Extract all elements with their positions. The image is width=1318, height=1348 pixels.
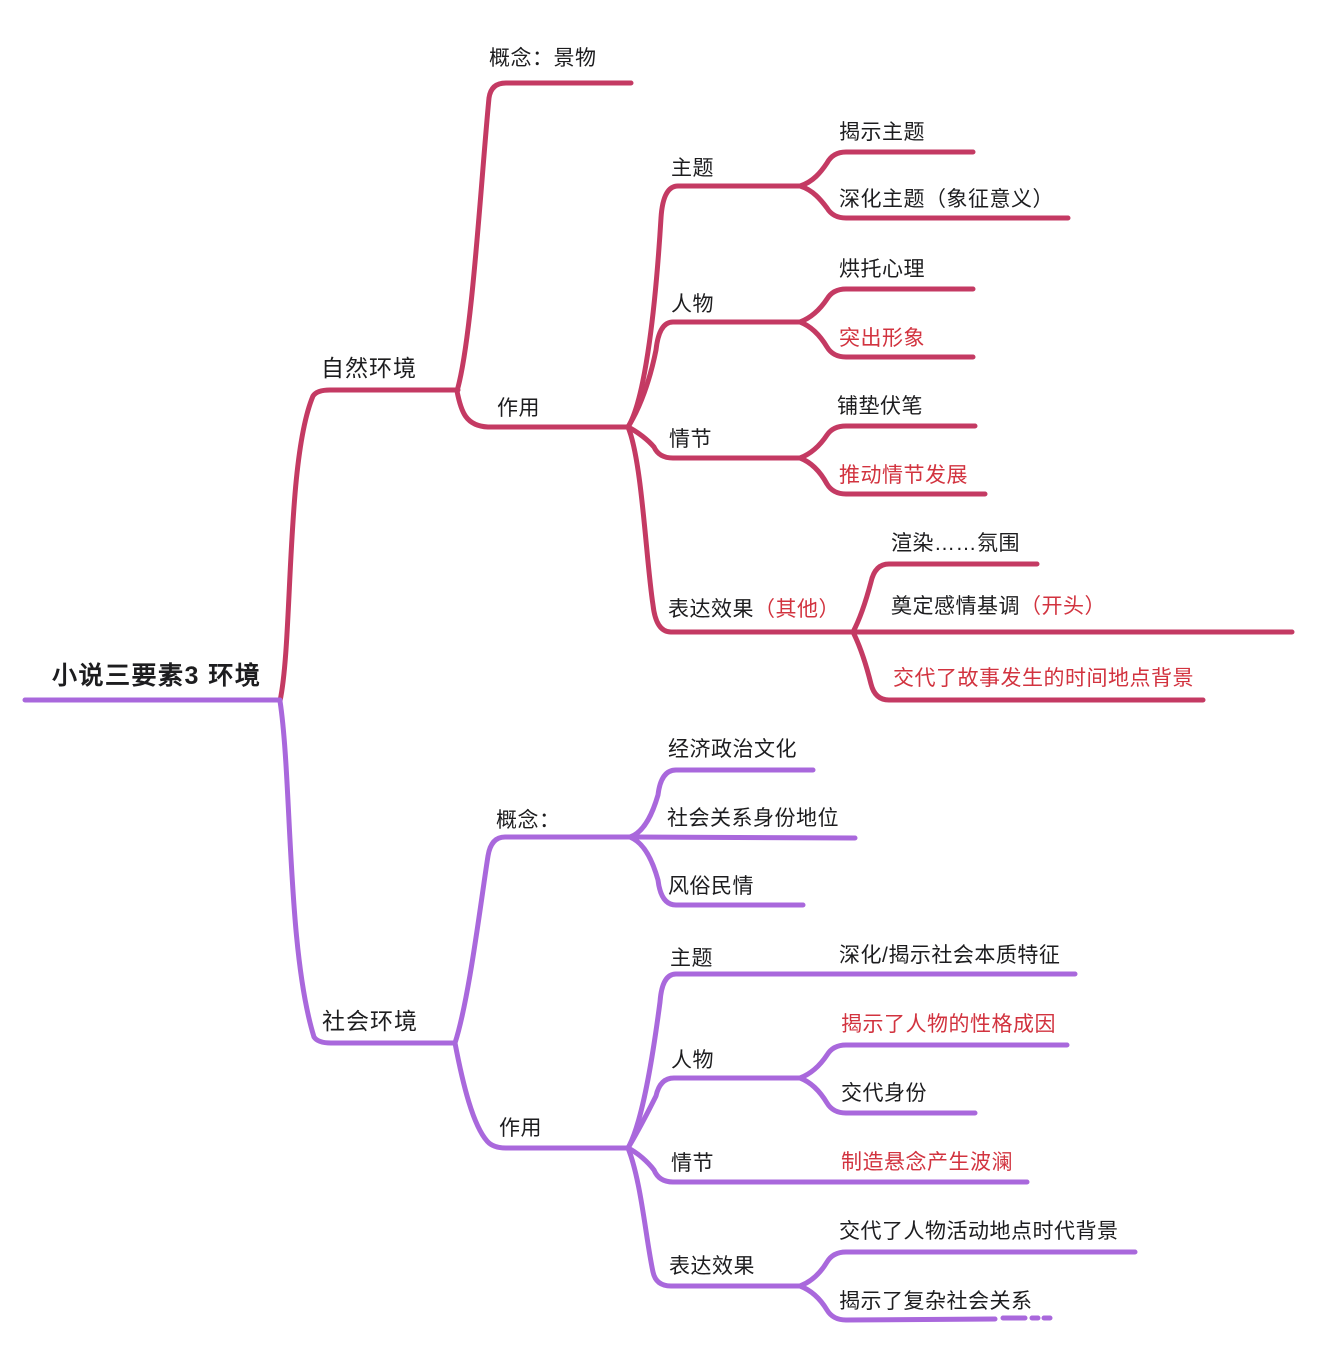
node-reveal-complex-relations[interactable]: 揭示了复杂社会关系 (839, 1290, 1033, 1313)
branch-theme-to-deepen (797, 183, 1071, 221)
node-social-relations-status[interactable]: 社会关系身份地位 (667, 807, 839, 830)
node-natural-function[interactable]: 作用 (497, 397, 540, 420)
branch-social-to-concept (452, 834, 633, 1046)
branch-concept-to-customs (627, 834, 806, 908)
node-natural-theme[interactable]: 主题 (671, 157, 714, 180)
branch-concept-to-relations (627, 834, 858, 841)
branch-scharacter-to-identity (797, 1075, 978, 1116)
branch-function-to-character (625, 319, 803, 430)
node-natural-environment[interactable]: 自然环境 (321, 355, 417, 381)
node-customs-folkways[interactable]: 风俗民情 (668, 875, 754, 898)
node-reveal-social-essence[interactable]: 深化/揭示社会本质特征 (839, 944, 1061, 967)
node-set-emotional-tone-main: 奠定感情基调 (891, 595, 1020, 618)
node-render-atmosphere[interactable]: 渲染……氛围 (891, 532, 1020, 555)
node-push-plot-development[interactable]: 推动情节发展 (839, 464, 968, 487)
node-expression-effect-other[interactable]: 表达效果（其他） (668, 597, 840, 623)
branch-sfunction-to-effect (625, 1145, 803, 1289)
node-deepen-theme[interactable]: 深化主题（象征意义） (839, 188, 1054, 211)
node-social-function[interactable]: 作用 (499, 1117, 542, 1140)
branch-function-to-effect (625, 424, 856, 635)
node-explain-identity[interactable]: 交代身份 (841, 1082, 927, 1105)
node-social-environment[interactable]: 社会环境 (322, 1008, 418, 1034)
node-natural-concept[interactable]: 概念：景物 (489, 47, 597, 70)
node-natural-character[interactable]: 人物 (671, 293, 714, 316)
node-set-off-psychology[interactable]: 烘托心理 (839, 258, 925, 281)
branch-plot-to-foreshadow (797, 423, 978, 461)
branch-concept-to-economy (627, 767, 816, 840)
node-social-expression-effect[interactable]: 表达效果 (669, 1255, 755, 1278)
branch-seffect-to-background (797, 1249, 1138, 1289)
node-reveal-theme[interactable]: 揭示主题 (839, 121, 925, 144)
node-social-concept[interactable]: 概念： (496, 809, 561, 832)
branch-plot-to-push (797, 455, 988, 497)
branch-seffect-to-relations (797, 1283, 998, 1323)
node-natural-plot[interactable]: 情节 (669, 428, 712, 451)
root-node[interactable]: 小说三要素3 环境 (52, 662, 262, 690)
branch-natural-to-function (454, 388, 631, 430)
branch-character-to-psychology (797, 286, 976, 325)
node-social-theme[interactable]: 主题 (670, 947, 713, 970)
node-expression-effect-other-main: 表达效果 (668, 598, 754, 621)
node-set-emotional-tone[interactable]: 奠定感情基调（开头） (891, 594, 1106, 620)
node-economy-politics-culture[interactable]: 经济政治文化 (668, 738, 797, 761)
node-create-suspense[interactable]: 制造悬念产生波澜 (841, 1151, 1013, 1174)
branch-social-to-function (452, 1040, 631, 1151)
branch-sfunction-to-character (625, 1075, 803, 1151)
branch-theme-to-reveal (797, 149, 976, 189)
branch-effect-to-render (850, 561, 1040, 635)
branch-sfunction-to-theme (625, 971, 803, 1151)
branch-character-to-image (797, 319, 976, 360)
node-social-character[interactable]: 人物 (671, 1049, 714, 1072)
branch-function-to-plot (625, 424, 803, 461)
node-social-plot[interactable]: 情节 (671, 1152, 714, 1175)
branch-root-to-social (277, 698, 458, 1046)
node-foreshadowing[interactable]: 铺垫伏笔 (837, 395, 923, 418)
node-highlight-image[interactable]: 突出形象 (839, 327, 925, 350)
branch-scharacter-to-cause (797, 1042, 1070, 1081)
branch-effect-to-explain (850, 629, 1206, 703)
branch-natural-to-concept (454, 80, 634, 394)
branch-function-to-theme (625, 183, 803, 430)
node-expression-effect-other-paren: （其他） (754, 598, 840, 621)
node-explain-story-time-place[interactable]: 交代了故事发生的时间地点背景 (893, 667, 1194, 690)
node-set-emotional-tone-paren: （开头） (1020, 595, 1106, 618)
branch-sfunction-to-plot (625, 1145, 808, 1185)
node-explain-activity-background[interactable]: 交代了人物活动地点时代背景 (839, 1220, 1119, 1243)
node-reveal-personality-cause[interactable]: 揭示了人物的性格成因 (841, 1013, 1056, 1036)
branch-root-to-natural (277, 387, 461, 704)
